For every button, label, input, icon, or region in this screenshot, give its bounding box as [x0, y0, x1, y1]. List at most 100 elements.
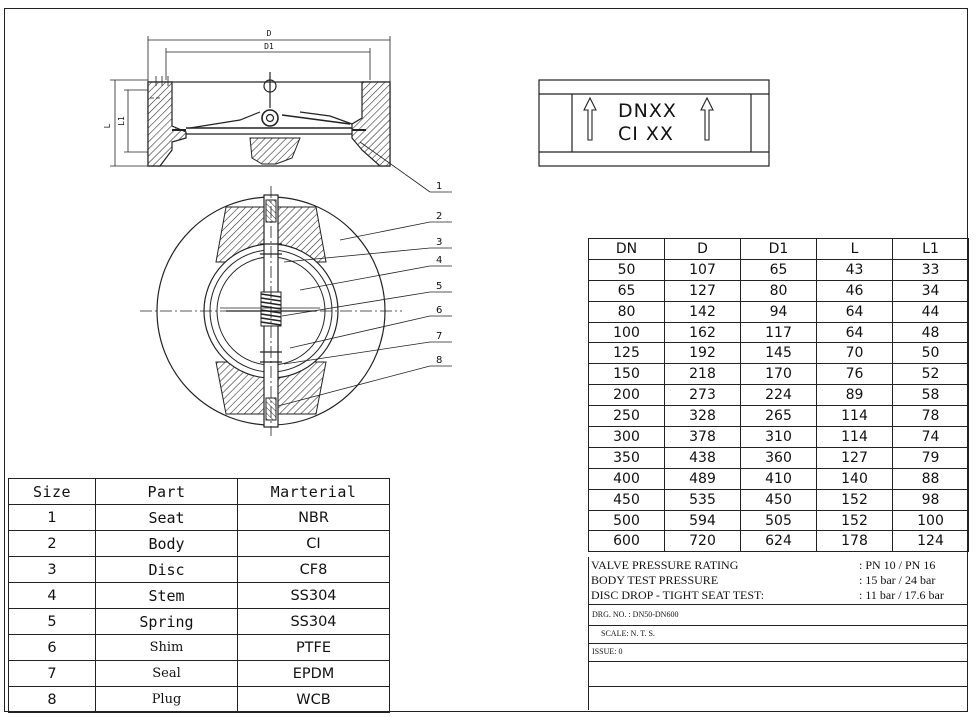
dimension-cell: 152: [816, 509, 893, 532]
dim-header-l: L: [816, 238, 893, 260]
dimension-cell: 378: [664, 426, 741, 448]
dimension-cell: 127: [664, 279, 741, 302]
dimension-cell: 107: [664, 258, 741, 281]
dimension-cell: 150: [588, 363, 665, 386]
dimension-cell: 178: [816, 530, 893, 553]
dimension-cell: 142: [664, 300, 741, 323]
spec-row: BODY TEST PRESSURE : 15 bar / 24 bar: [591, 573, 968, 588]
dimension-cell: 410: [740, 467, 817, 490]
part-material: CF8: [237, 556, 390, 583]
callout-numbers: 1 2 3 4 5 6 7 8: [436, 181, 442, 366]
dimension-cell: 450: [588, 488, 665, 511]
dimension-cell: 64: [816, 321, 893, 344]
part-size: 3: [8, 556, 96, 583]
part-size: 4: [8, 582, 96, 609]
dimension-cell: 100: [588, 321, 665, 344]
spec-label: BODY TEST PRESSURE: [591, 573, 719, 587]
callout-6: 6: [436, 305, 442, 316]
dimension-cell: 224: [740, 384, 817, 407]
dimension-cell: 450: [740, 488, 817, 511]
dimension-cell: 489: [664, 467, 741, 490]
dimension-cell: 94: [740, 300, 817, 323]
title-block-row: [589, 661, 968, 687]
part-size: 7: [8, 660, 96, 687]
dimension-cell: 300: [588, 426, 665, 448]
part-name: Spring: [95, 608, 238, 635]
dimension-cell: 44: [892, 300, 969, 323]
dimension-cell: 80: [740, 279, 817, 302]
dimension-cell: 594: [664, 509, 741, 532]
part-size: 1: [8, 504, 96, 531]
dimension-cell: 720: [664, 530, 741, 553]
dimension-cell: 250: [588, 405, 665, 428]
title-block-row: ISSUE: 0: [589, 643, 968, 662]
part-material: SS304: [237, 608, 390, 635]
dimension-cell: 89: [816, 384, 893, 407]
part-size: 6: [8, 634, 96, 661]
dimension-cell: 192: [664, 342, 741, 365]
dimension-cell: 535: [664, 488, 741, 511]
spec-value: : 15 bar / 24 bar: [859, 573, 936, 587]
part-size: 5: [8, 608, 96, 635]
dimension-cell: 170: [740, 363, 817, 386]
dimension-cell: 265: [740, 405, 817, 428]
dim-header-l1: L1: [892, 238, 969, 260]
part-material: EPDM: [237, 660, 390, 687]
dimension-cell: 43: [816, 258, 893, 281]
dimension-cell: 98: [892, 488, 969, 511]
nameplate-line-2: CI XX: [618, 123, 674, 145]
dimension-cell: 114: [816, 426, 893, 448]
dimension-cell: 162: [664, 321, 741, 344]
callout-4: 4: [436, 255, 442, 266]
dimension-cell: 624: [740, 530, 817, 553]
dimension-cell: 273: [664, 384, 741, 407]
dimension-cell: 52: [892, 363, 969, 386]
flow-arrow-icon: [700, 96, 714, 141]
dimension-cell: 600: [588, 530, 665, 553]
dimension-cell: 125: [588, 342, 665, 365]
dimension-cell: 78: [892, 405, 969, 428]
spec-label: DISC DROP - TIGHT SEAT TEST:: [591, 588, 765, 602]
dimension-cell: 218: [664, 363, 741, 386]
dimension-cell: 145: [740, 342, 817, 365]
dimension-cell: 127: [816, 446, 893, 469]
dim-label-d: D: [267, 29, 272, 38]
spec-row: DISC DROP - TIGHT SEAT TEST: : 11 bar / …: [591, 588, 968, 603]
part-size: 2: [8, 530, 96, 557]
nameplate-line-1: DNXX: [618, 100, 677, 122]
title-block-row: DRG. NO. : DN50-DN600: [589, 605, 968, 626]
dimension-cell: 34: [892, 279, 969, 302]
dimension-cell: 46: [816, 279, 893, 302]
dimension-cell: 64: [816, 300, 893, 323]
part-material: SS304: [237, 582, 390, 609]
dimension-cell: 360: [740, 446, 817, 469]
parts-header-part: Part: [95, 478, 238, 505]
dimension-cell: 117: [740, 321, 817, 344]
part-name: Body: [95, 530, 238, 557]
dimension-cell: 88: [892, 467, 969, 490]
dimension-cell: 65: [588, 279, 665, 302]
dimension-cell: 100: [892, 509, 969, 532]
callout-1: 1: [436, 181, 442, 192]
dimension-cell: 76: [816, 363, 893, 386]
dimension-cell: 200: [588, 384, 665, 407]
dimension-cell: 124: [892, 530, 969, 553]
part-material: CI: [237, 530, 390, 557]
dimension-cell: 400: [588, 467, 665, 490]
part-name: Shim: [95, 634, 238, 661]
spec-row: VALVE PRESSURE RATING : PN 10 / PN 16: [591, 558, 968, 573]
dimension-cell: 438: [664, 446, 741, 469]
